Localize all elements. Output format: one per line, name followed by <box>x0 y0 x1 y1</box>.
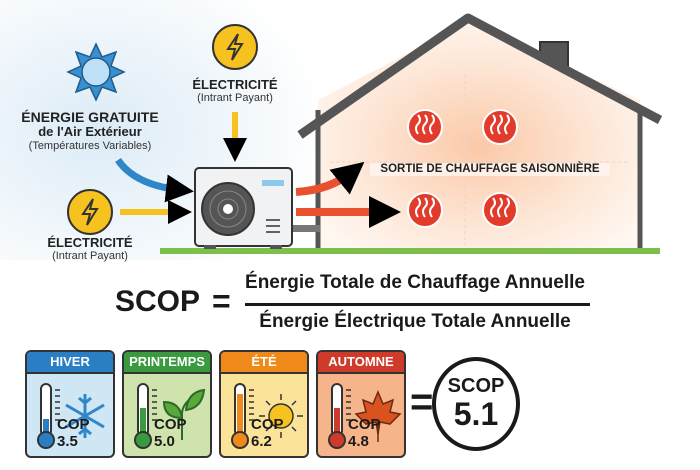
lightning-icon <box>67 189 113 235</box>
heater-icons <box>407 109 518 228</box>
season-illustration <box>134 383 206 449</box>
electricity-title: ÉLECTRICITÉ <box>47 235 133 250</box>
result-equals: = <box>410 380 434 424</box>
season-card-3: AUTOMNE COP 4.8 <box>316 350 406 458</box>
scop-result-value: 5.1 <box>453 396 499 432</box>
electricity-subtitle: (Intrant Payant) <box>197 92 273 105</box>
formula-numerator: Énergie Totale de Chauffage Annuelle <box>245 272 585 293</box>
season-card-2: ÉTÉ COP 6.2 <box>219 350 309 458</box>
electricity-title: ÉLECTRICITÉ <box>192 77 278 92</box>
scop-result-badge: SCOP 5.1 <box>432 357 520 451</box>
maple-leaf-icon <box>354 390 402 442</box>
season-cop: COP 5.0 <box>154 416 187 450</box>
air-subtitle: (Températures Variables) <box>28 139 152 152</box>
sun-icon <box>259 394 303 438</box>
electricity-left-label: ÉLECTRICITÉ (Intrant Payant) <box>35 235 145 263</box>
thermometer-icon <box>134 383 157 449</box>
season-name: ÉTÉ <box>221 352 307 374</box>
thermometer-icon <box>231 383 254 449</box>
heat-pump-scene <box>0 0 663 260</box>
air-title-2: de l'Air Extérieur <box>38 124 142 140</box>
ground <box>160 248 660 254</box>
leaf-icon <box>162 388 206 440</box>
season-illustration <box>37 383 105 449</box>
air-energy-label: ÉNERGIE GRATUITE de l'Air Extérieur (Tem… <box>10 109 170 152</box>
season-cop: COP 6.2 <box>251 416 284 450</box>
season-illustration <box>328 383 402 449</box>
sun-icon <box>66 42 126 102</box>
season-illustration <box>231 383 303 449</box>
heat-pump-unit <box>194 167 320 249</box>
electricity-top-label: ÉLECTRICITÉ (Intrant Payant) <box>180 77 290 105</box>
house <box>297 13 663 248</box>
energy-arrows <box>115 112 401 228</box>
scop-result-label: SCOP <box>447 375 505 397</box>
thermometer-icon <box>328 383 351 449</box>
formula-lhs: SCOP <box>115 285 201 318</box>
fraction-bar <box>245 303 590 306</box>
heating-output-label: SORTIE DE CHAUFFAGE SAISONNIÈRE <box>370 163 610 176</box>
season-name: HIVER <box>27 352 113 374</box>
snowflake-icon <box>65 394 105 438</box>
lightning-icon <box>212 24 258 70</box>
season-card-0: HIVER COP 3.5 <box>25 350 115 458</box>
season-cop: COP 3.5 <box>57 416 90 450</box>
electricity-subtitle: (Intrant Payant) <box>52 250 128 263</box>
season-name: PRINTEMPS <box>124 352 210 374</box>
air-title: ÉNERGIE GRATUITE <box>21 109 159 125</box>
formula-equals: = <box>212 283 231 319</box>
season-card-1: PRINTEMPS COP 5.0 <box>122 350 212 458</box>
thermometer-icon <box>37 383 60 449</box>
season-cop: COP 4.8 <box>348 416 381 450</box>
season-name: AUTOMNE <box>318 352 404 374</box>
formula-denominator: Énergie Électrique Totale Annuelle <box>259 311 571 332</box>
